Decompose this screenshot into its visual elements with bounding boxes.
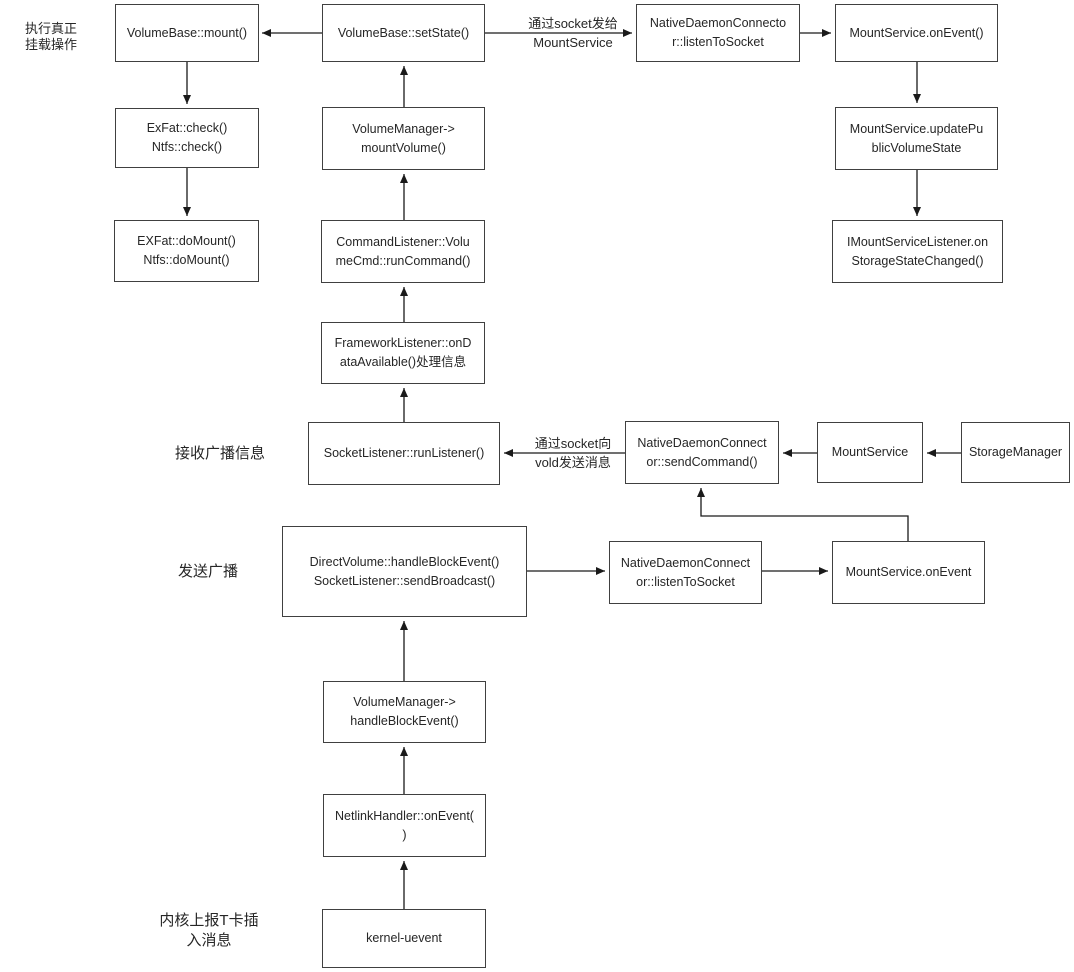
node-exfat-check: ExFat::check() Ntfs::check() [115,108,259,168]
arrow-onevent-mid-to-sendcommand [697,488,909,541]
edge-label-socket-to-vold: 通过socket向 vold发送消息 [534,436,612,470]
node-mountservice: MountService [817,422,923,483]
node-commandlistener-runcommand: CommandListener::Volu meCmd::runCommand(… [321,220,485,283]
node-ndc-listentosocket-mid: NativeDaemonConnect or::listenToSocket [609,541,762,604]
node-volumebase-mount: VolumeBase::mount() [115,4,259,62]
node-ndc-listentosocket-top: NativeDaemonConnecto r::listenToSocket [636,4,800,62]
label-execute-mount: 执行真正 挂载操作 [24,21,77,52]
edge-label-socket-to-mountservice: 通过socket发给 MountService [528,16,618,50]
node-mountservice-onevent-top: MountService.onEvent() [835,4,998,62]
node-storagemanager: StorageManager [961,422,1070,483]
node-socketlistener-runlistener: SocketListener::runListener() [308,422,500,485]
node-exfat-domount: EXFat::doMount() Ntfs::doMount() [114,220,259,282]
node-netlinkhandler-onevent: NetlinkHandler::onEvent( ) [323,794,486,857]
label-send-broadcast: 发送广播 [177,563,238,580]
label-receive-broadcast: 接收广播信息 [174,445,265,462]
node-volumemanager-mountvolume: VolumeManager-> mountVolume() [322,107,485,170]
node-frameworklistener: FrameworkListener::onD ataAvailable()处理信… [321,322,485,384]
node-mountservice-onevent-mid: MountService.onEvent [832,541,985,604]
node-directvolume-handleblockevent: DirectVolume::handleBlockEvent() SocketL… [282,526,527,617]
node-ndc-sendcommand: NativeDaemonConnect or::sendCommand() [625,421,779,484]
node-volumemanager-handleblockevent: VolumeManager-> handleBlockEvent() [323,681,486,743]
node-kernel-uevent: kernel-uevent [322,909,486,968]
label-kernel-report: 内核上报T卡插 入消息 [159,912,259,949]
node-mountservice-updatepublic: MountService.updatePu blicVolumeState [835,107,998,170]
node-imountservicelistener: IMountServiceListener.on StorageStateCha… [832,220,1003,283]
node-volumebase-setstate: VolumeBase::setState() [322,4,485,62]
